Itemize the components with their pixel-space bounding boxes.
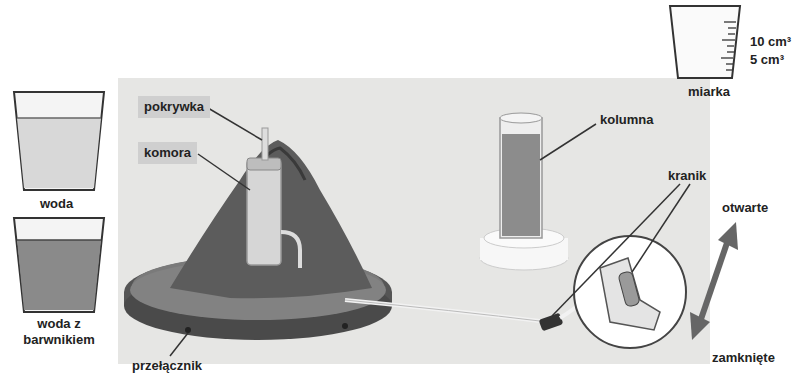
state-label: zamknięte (712, 350, 775, 366)
part-label: kranik (668, 168, 706, 184)
part-label: kolumna (600, 112, 653, 128)
part-label: miarka (688, 84, 730, 100)
glass-label: woda z barwnikiem (10, 316, 108, 347)
state-label: otwarte (722, 200, 768, 216)
glass-label: woda (40, 196, 73, 212)
part-label: przełącznik (132, 358, 202, 374)
scale-label: 10 cm³ (750, 34, 791, 50)
part-label: pokrywka (138, 96, 210, 118)
scale-label: 5 cm³ (750, 52, 784, 68)
part-label: komora (138, 142, 197, 164)
